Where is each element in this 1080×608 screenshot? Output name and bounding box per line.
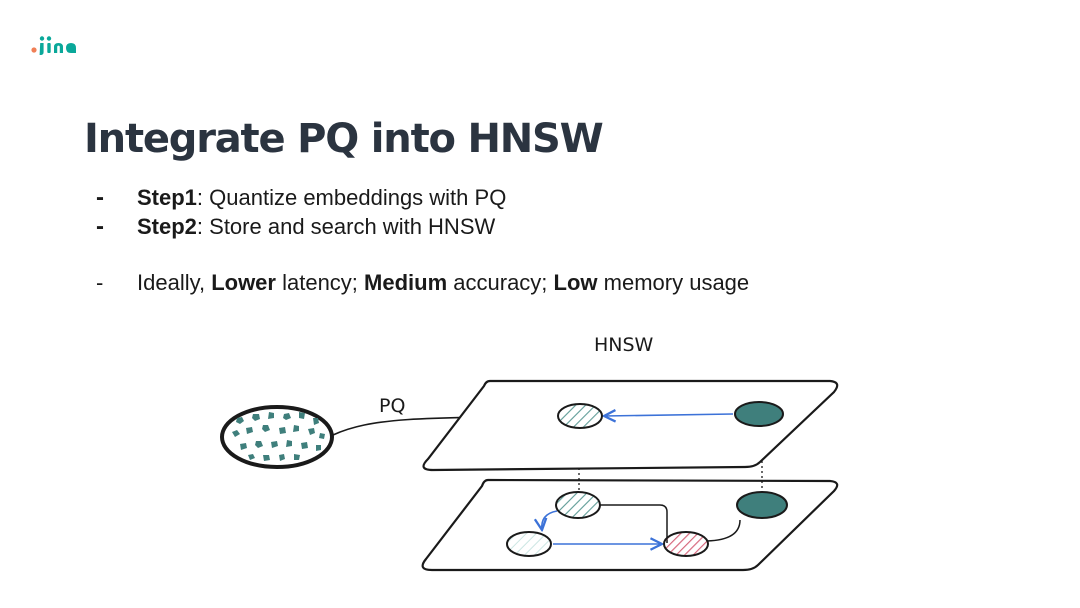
bullet-step2: - Step2: Store and search with HNSW <box>96 213 749 242</box>
graph-edge <box>600 504 668 543</box>
graph-edge <box>706 519 741 542</box>
entry-node-top <box>734 401 784 427</box>
hnsw-label: HNSW <box>594 334 654 356</box>
bullet-dash: - <box>96 270 104 295</box>
hnsw-layer-top <box>422 379 839 472</box>
jina-logo: jina <box>31 36 76 55</box>
step2-label: Step2 <box>137 214 197 239</box>
bullet-step1: - Step1: Quantize embeddings with PQ <box>96 184 749 213</box>
step2-text: : Store and search with HNSW <box>196 214 496 239</box>
slide-title: Integrate PQ into HNSW <box>84 116 604 162</box>
pq-label: PQ <box>379 395 405 417</box>
bullet-list: - Step1: Quantize embeddings with PQ - S… <box>96 184 749 299</box>
step1-label: Step1 <box>137 185 197 210</box>
bullet-note: - Ideally, Lower latency; Medium accurac… <box>96 270 749 299</box>
note-lower: Lower <box>211 270 276 295</box>
result-node <box>663 531 709 557</box>
note-latency: latency; <box>275 270 365 295</box>
note-low: Low <box>553 270 598 295</box>
query-node-top <box>557 403 603 429</box>
bullet-dash: - <box>96 184 104 211</box>
search-arrow <box>542 510 558 530</box>
top-edge-arrow <box>604 414 734 416</box>
note-medium: Medium <box>364 270 448 295</box>
entry-node-bottom <box>736 491 788 519</box>
note-prefix: Ideally, <box>137 270 212 295</box>
embedding-blob <box>220 405 334 469</box>
query-node-bottom <box>555 491 601 519</box>
note-accuracy: accuracy; <box>447 270 554 295</box>
neighbor-node <box>506 531 552 557</box>
bullet-dash: - <box>96 213 104 240</box>
note-memory: memory usage <box>597 270 750 295</box>
step1-text: : Quantize embeddings with PQ <box>196 185 507 210</box>
